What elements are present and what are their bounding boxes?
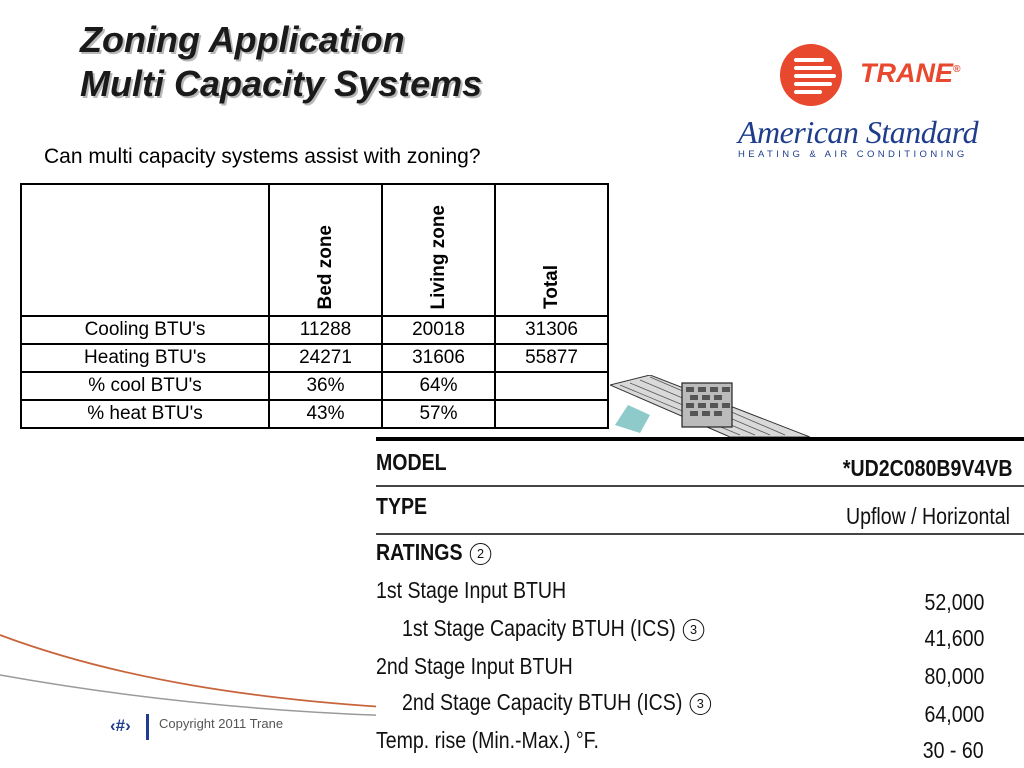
table-row: Heating BTU's 24271 31606 55877 — [20, 343, 609, 373]
slide-subtitle: Can multi capacity systems assist with z… — [44, 145, 481, 168]
table-cell: Heating BTU's — [20, 343, 270, 373]
slide-title: Zoning Application Multi Capacity System… — [80, 18, 482, 106]
table-cell — [494, 371, 609, 401]
zone-btu-table: Bed zone Living zone Total Cooling BTU's… — [20, 183, 609, 429]
table-cell — [494, 399, 609, 429]
table-cell: % heat BTU's — [20, 399, 270, 429]
table-cell: Cooling BTU's — [20, 315, 270, 345]
spec-row-label: 2nd Stage Input BTUH — [376, 653, 573, 679]
spec-divider — [376, 485, 1024, 487]
table-cell: % cool BTU's — [20, 371, 270, 401]
trane-wordmark: TRANE® — [860, 58, 961, 88]
spec-type-value: Upflow / Horizontal — [845, 503, 1010, 529]
table-cell: 43% — [268, 399, 383, 429]
furnace-spec-sheet: MODEL *UD2C080B9V4VB TYPE Upflow / Horiz… — [376, 437, 1024, 768]
table-header-bed-zone: Bed zone — [268, 183, 383, 317]
footnote-3-icon: 3 — [682, 618, 705, 641]
table-row: % cool BTU's 36% 64% — [20, 371, 609, 401]
decorative-swoosh — [0, 634, 400, 717]
table-cell: 31606 — [381, 343, 496, 373]
spec-model-value: *UD2C080B9V4VB — [842, 455, 1012, 481]
slide-title-line-1: Zoning Application — [80, 19, 405, 60]
spec-row-label: 1st Stage Input BTUH — [376, 577, 567, 603]
spec-divider — [376, 533, 1024, 535]
table-header-living-zone: Living zone — [381, 183, 496, 317]
table-cell: 36% — [268, 371, 383, 401]
table-header-row: Bed zone Living zone Total — [20, 183, 609, 317]
table-header-total: Total — [494, 183, 609, 317]
spec-row-value: 30 - 60 — [923, 737, 984, 763]
spec-top-rule — [376, 437, 1024, 441]
american-standard-logo: American Standard HEATING & AIR CONDITIO… — [738, 114, 998, 160]
spec-row-label: Temp. rise (Min.-Max.) °F. — [376, 727, 599, 753]
slide-number: ‹#› — [110, 716, 131, 735]
footer-copyright: Copyright 2011 Trane — [159, 716, 284, 731]
spec-row-label: 2nd Stage Capacity BTUH (ICS)3 — [402, 689, 711, 716]
house-illustration — [610, 375, 810, 437]
footnote-3-icon: 3 — [689, 692, 711, 715]
footnote-2-icon: 2 — [469, 542, 492, 565]
table-cell: 20018 — [381, 315, 496, 345]
table-cell: 64% — [381, 371, 496, 401]
footer-divider — [146, 714, 149, 740]
table-header-blank — [20, 183, 270, 317]
slide-title-line-2: Multi Capacity Systems — [80, 63, 483, 104]
spec-row-value: 80,000 — [924, 663, 984, 689]
table-row: % heat BTU's 43% 57% — [20, 399, 609, 429]
american-standard-wordmark: American Standard — [738, 114, 979, 150]
spec-model-label: MODEL — [376, 449, 447, 475]
table-row: Cooling BTU's 11288 20018 31306 — [20, 315, 609, 345]
table-cell: 11288 — [268, 315, 383, 345]
spec-row-value: 41,600 — [924, 625, 984, 651]
table-cell: 31306 — [494, 315, 609, 345]
table-cell: 57% — [381, 399, 496, 429]
spec-row-label: 1st Stage Capacity BTUH (ICS)3 — [402, 615, 705, 642]
table-cell: 24271 — [268, 343, 383, 373]
trane-swirl-icon — [780, 44, 842, 106]
american-standard-tagline: HEATING & AIR CONDITIONING — [738, 149, 968, 160]
spec-row-value: 64,000 — [924, 701, 984, 727]
trane-logo: TRANE® — [780, 44, 980, 106]
table-cell: 55877 — [494, 343, 609, 373]
spec-row-value: 52,000 — [924, 589, 984, 615]
spec-type-label: TYPE — [376, 493, 428, 519]
